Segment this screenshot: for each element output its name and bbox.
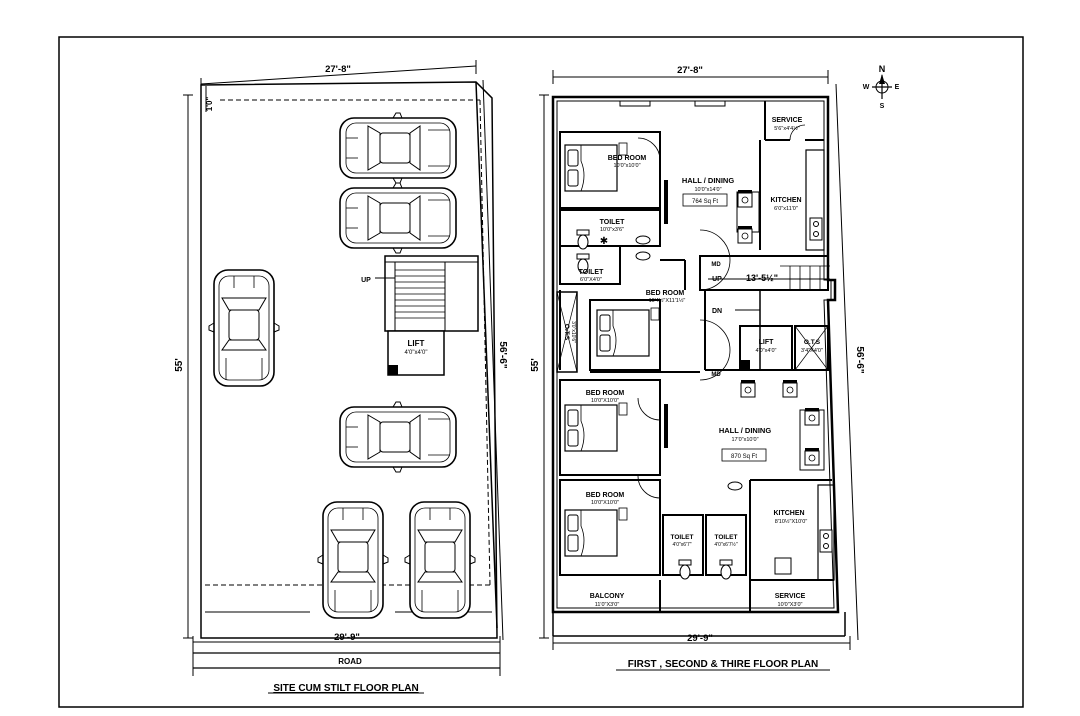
stair-up-label: UP bbox=[712, 276, 722, 283]
compass-west: W bbox=[863, 84, 870, 91]
bed1-label: BED ROOM bbox=[608, 155, 647, 162]
bed1-size: 10'0"x10'0" bbox=[613, 163, 640, 169]
stove-icon bbox=[819, 529, 833, 553]
floor-right-dimension: 56'-6" bbox=[854, 346, 865, 373]
site-top-dimension: 27'-8" bbox=[325, 64, 351, 75]
site-setback-dimension: 1'0" bbox=[205, 96, 214, 111]
main-door-top-label: MD bbox=[711, 262, 721, 268]
service-bottom-size: 10'0"X3'0" bbox=[778, 602, 803, 608]
site-lift-size: 4'0"x4'0" bbox=[405, 350, 428, 356]
site-lift-shaft bbox=[387, 330, 445, 376]
wc-icon bbox=[576, 229, 590, 250]
parked-car bbox=[339, 401, 457, 473]
ots-right-label: O.T.S bbox=[804, 339, 821, 346]
compass-south: S bbox=[880, 103, 885, 110]
toilet4-label: TOILET bbox=[715, 534, 738, 541]
ots-left-label: O.T.S bbox=[563, 324, 570, 341]
ots-right-size: 3'4"X4'0" bbox=[801, 348, 823, 354]
kitchen2-size: 8'10½"X10'0" bbox=[775, 518, 808, 525]
chair-icon bbox=[737, 225, 753, 244]
site-plan: 27'-8" 1'0" 55' 56'-6" 29'-9" ROAD bbox=[174, 60, 508, 694]
toilet1-size: 10'0"x3'6" bbox=[600, 227, 624, 233]
wc-icon bbox=[719, 559, 733, 580]
parked-car bbox=[404, 501, 476, 619]
bed2-label: BED ROOM bbox=[646, 290, 685, 297]
hall2-size: 17'0"x10'0" bbox=[731, 437, 758, 443]
stove-icon bbox=[809, 217, 823, 241]
site-right-dimension: 56'-6" bbox=[497, 341, 508, 368]
bed2-size: 10'4½"X11'1½" bbox=[649, 297, 686, 304]
typical-floor-plan: N S E W 27'-8" 55' 56'-6" 29'-9" bbox=[530, 64, 900, 671]
parked-car bbox=[208, 269, 280, 387]
balcony-size: 11'0"X3'0" bbox=[595, 602, 620, 608]
parked-car bbox=[339, 182, 457, 254]
stair-width-dimension: 13'-5½" bbox=[746, 273, 778, 283]
outer-wall bbox=[551, 95, 840, 614]
site-lift-label: LIFT bbox=[408, 339, 425, 348]
floor-left-dimension: 55' bbox=[530, 358, 541, 372]
hall2-area: 870 Sq Ft bbox=[731, 454, 757, 460]
chair-icon bbox=[737, 189, 753, 208]
floor-top-dimension: 27'-8" bbox=[677, 65, 703, 76]
main-door-bottom-label: MD bbox=[711, 372, 721, 378]
toilet4-size: 4'0"x6'7½" bbox=[714, 541, 737, 548]
service-top-size: 5'6"x4'4½" bbox=[774, 125, 800, 132]
toilet2-label: TOILET bbox=[579, 269, 604, 276]
road-label: ROAD bbox=[338, 657, 362, 666]
wc-icon bbox=[678, 559, 692, 580]
bed3-size: 10'0"X10'0" bbox=[591, 398, 619, 404]
chair-icon bbox=[804, 447, 820, 466]
north-arrow-icon: N S E W bbox=[863, 64, 900, 110]
compass-north: N bbox=[879, 64, 886, 74]
lift-size: 4'0"x4'0" bbox=[756, 348, 777, 354]
site-plan-title: SITE CUM STILT FLOOR PLAN bbox=[273, 683, 418, 694]
kitchen1-size: 6'0"x11'0" bbox=[774, 206, 798, 212]
site-bottom-dimension: 29'-9" bbox=[334, 632, 360, 643]
toilet2-size: 6'0"X4'0" bbox=[580, 277, 602, 283]
bed-icon bbox=[564, 402, 628, 452]
balcony-label: BALCONY bbox=[590, 593, 625, 600]
bed-icon bbox=[596, 307, 660, 357]
toilet3-label: TOILET bbox=[671, 534, 694, 541]
ots-left-size: 3'0"x10'6" bbox=[570, 321, 576, 343]
hall1-area: 764 Sq Ft bbox=[692, 199, 718, 205]
floor-plan-title: FIRST , SECOND & THIRE FLOOR PLAN bbox=[628, 659, 819, 670]
service-bottom-label: SERVICE bbox=[775, 593, 806, 600]
lift-label: LIFT bbox=[759, 339, 774, 346]
site-left-dimension: 55' bbox=[174, 358, 185, 372]
hall1-label: HALL / DINING bbox=[682, 176, 735, 185]
toilet1-label: TOILET bbox=[600, 219, 625, 226]
chair-icon bbox=[740, 379, 756, 398]
chair-icon bbox=[782, 379, 798, 398]
shower-icon: ✱ bbox=[600, 236, 608, 247]
site-staircase: UP LIFT 4'0"x4'0" bbox=[361, 255, 479, 376]
site-boundary bbox=[200, 81, 498, 639]
floor-bottom-dimension: 29'-9" bbox=[687, 633, 713, 644]
bed4-size: 10'0"X10'0" bbox=[591, 500, 619, 506]
bed-icon bbox=[564, 507, 628, 557]
chair-icon bbox=[804, 407, 820, 426]
toilet3-size: 4'0"x6'7" bbox=[672, 542, 691, 548]
kitchen1-label: KITCHEN bbox=[770, 197, 801, 204]
stair-down-label: DN bbox=[712, 308, 722, 315]
site-up-label: UP bbox=[361, 277, 371, 284]
sheet-border bbox=[58, 36, 1024, 708]
bed3-label: BED ROOM bbox=[586, 390, 625, 397]
hall2-label: HALL / DINING bbox=[719, 426, 772, 435]
kitchen2-label: KITCHEN bbox=[773, 510, 804, 517]
compass-east: E bbox=[895, 84, 900, 91]
parked-car bbox=[317, 501, 389, 619]
hall1-size: 10'0"x14'0" bbox=[694, 187, 721, 193]
bed4-label: BED ROOM bbox=[586, 492, 625, 499]
parked-car bbox=[339, 112, 457, 184]
service-top-label: SERVICE bbox=[772, 117, 803, 124]
